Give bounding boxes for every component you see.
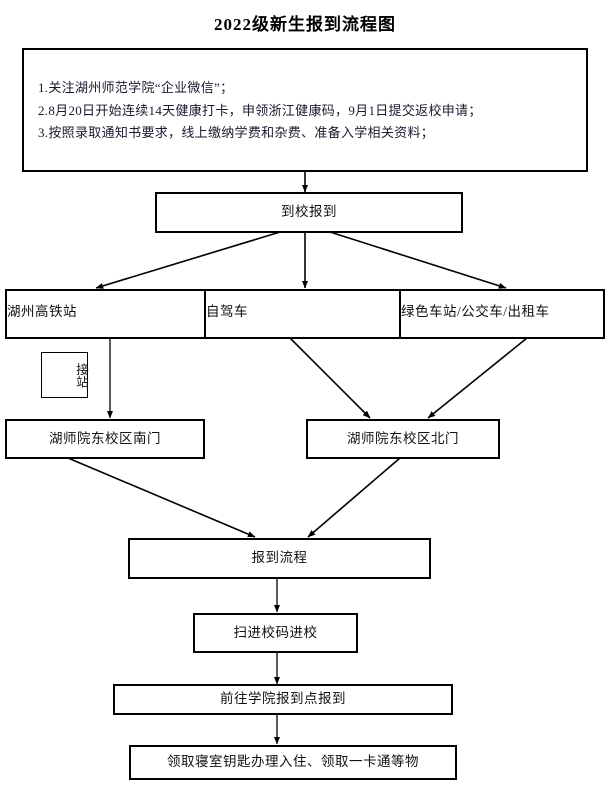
node-transport-bus-taxi: 绿色车站/公交车/出租车 — [400, 289, 605, 339]
instruction-line-1: 1.关注湖州师范学院“企业微信”； — [38, 80, 234, 96]
node-go-to-college-point-label: 前往学院报到点报到 — [220, 691, 346, 707]
node-scan-entry-code: 扫进校码进校 — [193, 613, 358, 653]
instruction-line-3: 3.按照录取通知书要求，线上缴纳学费和杂费、准备入学相关资料； — [38, 125, 435, 141]
transport-options-row: 湖州高铁站 自驾车 绿色车站/公交车/出租车 — [5, 289, 605, 339]
node-east-campus-north-gate: 湖师院东校区北门 — [306, 419, 500, 459]
node-transport-self-driving-label: 自驾车 — [206, 304, 248, 319]
node-east-campus-south-gate: 湖师院东校区南门 — [5, 419, 205, 459]
node-dorm-key-and-card-label: 领取寝室钥匙办理入住、领取一卡通等物 — [167, 754, 419, 770]
pre-arrival-instructions-box: 1.关注湖州师范学院“企业微信”； 2.8月20日开始连续14天健康打卡，申领浙… — [22, 48, 588, 172]
node-pickup-service-label: 接站 — [74, 362, 88, 388]
node-registration-process: 报到流程 — [128, 538, 431, 579]
instruction-line-2: 2.8月20日开始连续14天健康打卡，申领浙江健康码，9月1日提交返校申请； — [38, 102, 482, 118]
node-transport-bus-taxi-label: 绿色车站/公交车/出租车 — [401, 304, 550, 319]
node-registration-process-label: 报到流程 — [251, 550, 308, 566]
node-scan-entry-code-label: 扫进校码进校 — [233, 624, 318, 640]
node-east-campus-north-gate-label: 湖师院东校区北门 — [347, 430, 459, 446]
page-title: 2022级新生报到流程图 — [214, 15, 396, 34]
node-transport-high-speed-rail-label: 湖州高铁站 — [7, 304, 77, 319]
node-go-to-college-point: 前往学院报到点报到 — [113, 684, 453, 715]
node-pickup-service: 接站 — [41, 352, 88, 398]
node-east-campus-south-gate-label: 湖师院东校区南门 — [49, 430, 161, 446]
node-transport-self-driving: 自驾车 — [205, 289, 400, 339]
node-dorm-key-and-card: 领取寝室钥匙办理入住、领取一卡通等物 — [129, 745, 457, 780]
node-transport-high-speed-rail: 湖州高铁站 — [5, 289, 205, 339]
node-arrive-at-school-label: 到校报到 — [281, 204, 337, 220]
node-arrive-at-school: 到校报到 — [155, 192, 463, 233]
